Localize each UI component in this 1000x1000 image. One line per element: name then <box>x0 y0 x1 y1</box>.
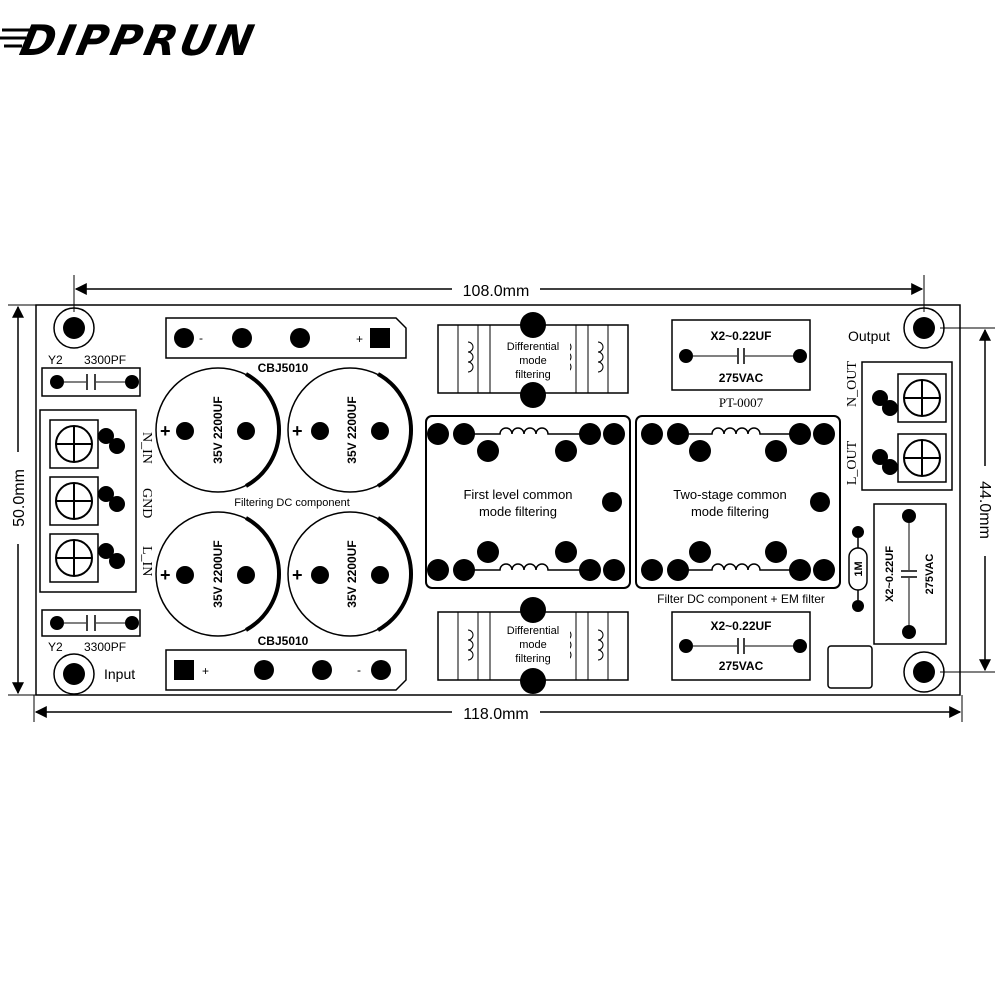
svg-text:275VAC: 275VAC <box>719 371 764 385</box>
resistor: 1M <box>848 526 868 612</box>
svg-text:3300PF: 3300PF <box>84 640 126 654</box>
right-height-label: 44.0mm <box>976 481 993 539</box>
first-level-label-line2: mode filtering <box>479 504 557 519</box>
input-label: Input <box>104 666 135 682</box>
svg-text:35V 2200UF: 35V 2200UF <box>211 540 225 607</box>
svg-text:filtering: filtering <box>515 653 550 665</box>
electrolytic-capacitor: + 35V 2200UF <box>155 511 281 637</box>
two-stage-label-line1: Two-stage common <box>673 487 786 502</box>
mounting-hole <box>53 653 95 695</box>
x2-capacitor-top: X2~0.22UF 275VAC <box>671 319 811 391</box>
svg-text:275VAC: 275VAC <box>719 659 764 673</box>
svg-text:X2~0.22UF: X2~0.22UF <box>710 329 771 343</box>
svg-text:Y2: Y2 <box>48 640 63 654</box>
l-in-label: L_IN <box>139 546 154 576</box>
svg-text:Differential: Differential <box>507 625 559 637</box>
svg-text:1M: 1M <box>853 561 865 576</box>
electrolytic-capacitor: + 35V 2200UF <box>155 367 281 493</box>
electrolytic-capacitor: + 35V 2200UF <box>287 367 413 493</box>
dimension-top: 108.0mm <box>73 275 925 312</box>
mounting-hole <box>903 651 945 693</box>
dimension-right: 44.0mm <box>940 327 995 673</box>
svg-text:mode: mode <box>519 355 547 367</box>
output-terminal-block <box>861 361 953 491</box>
bottom-width-label: 118.0mm <box>463 706 529 723</box>
dimension-bottom: 118.0mm <box>33 695 963 723</box>
common-mode-choke-first: First level common mode filtering <box>425 415 631 589</box>
x2-capacitor-right: X2~0.22UF 275VAC <box>873 503 947 645</box>
bridge-rectifier-bottom: CBJ5010 + - <box>165 634 407 691</box>
electrolytic-capacitor: + 35V 2200UF <box>287 511 413 637</box>
svg-text:Differential: Differential <box>507 341 559 353</box>
mounting-hole <box>53 307 95 349</box>
svg-text:-: - <box>357 663 361 677</box>
bridge-top-label: CBJ5010 <box>258 361 309 375</box>
brand-logo: DIPPRUN <box>16 17 261 65</box>
svg-text:35V 2200UF: 35V 2200UF <box>211 396 225 463</box>
differential-mode-inductor-bottom: Differential mode filtering <box>437 597 629 694</box>
svg-text:X2~0.22UF: X2~0.22UF <box>710 619 771 633</box>
filtering-dc-label: Filtering DC component <box>234 497 350 509</box>
svg-text:filtering: filtering <box>515 369 550 381</box>
n-in-label: N_IN <box>139 432 154 464</box>
input-terminal-block <box>39 409 137 593</box>
svg-text:+: + <box>356 332 363 346</box>
svg-text:Y2: Y2 <box>48 353 63 367</box>
output-label: Output <box>848 328 890 344</box>
svg-text:3300PF: 3300PF <box>84 353 126 367</box>
svg-text:mode: mode <box>519 639 547 651</box>
common-mode-choke-second: Two-stage common mode filtering <box>635 415 841 589</box>
y2-capacitor-top: Y2 3300PF <box>41 353 141 397</box>
left-height-label: 50.0mm <box>11 469 28 527</box>
svg-text:-: - <box>199 331 203 345</box>
svg-text:+: + <box>292 421 303 441</box>
svg-text:275VAC: 275VAC <box>924 554 936 595</box>
bridge-bottom-label: CBJ5010 <box>258 634 309 648</box>
top-width-label: 108.0mm <box>463 283 530 300</box>
svg-text:X2~0.22UF: X2~0.22UF <box>884 546 896 602</box>
svg-text:35V 2200UF: 35V 2200UF <box>345 540 359 607</box>
svg-text:35V 2200UF: 35V 2200UF <box>345 396 359 463</box>
x2-capacitor-bottom: X2~0.22UF 275VAC <box>671 611 811 681</box>
dimension-left: 50.0mm <box>8 304 36 696</box>
svg-text:+: + <box>160 421 171 441</box>
pcb-outline <box>35 304 961 696</box>
svg-text:+: + <box>160 565 171 585</box>
first-level-label-line1: First level common <box>463 487 572 502</box>
differential-mode-inductor-top: Differential mode filtering <box>437 312 629 408</box>
n-out-label: N_OUT <box>845 361 860 407</box>
mounting-hole <box>903 307 945 349</box>
bridge-rectifier-top: - + CBJ5010 <box>165 317 407 375</box>
svg-text:+: + <box>292 565 303 585</box>
test-pad <box>827 645 873 689</box>
y2-capacitor-bottom: Y2 3300PF <box>41 609 141 654</box>
filter-dc-em-label: Filter DC component + EM filter <box>657 592 825 606</box>
l-out-label: L_OUT <box>845 440 860 485</box>
gnd-label: GND <box>139 488 154 518</box>
model-label: PT-0007 <box>719 395 764 410</box>
svg-text:+: + <box>202 664 209 678</box>
two-stage-label-line2: mode filtering <box>691 504 769 519</box>
